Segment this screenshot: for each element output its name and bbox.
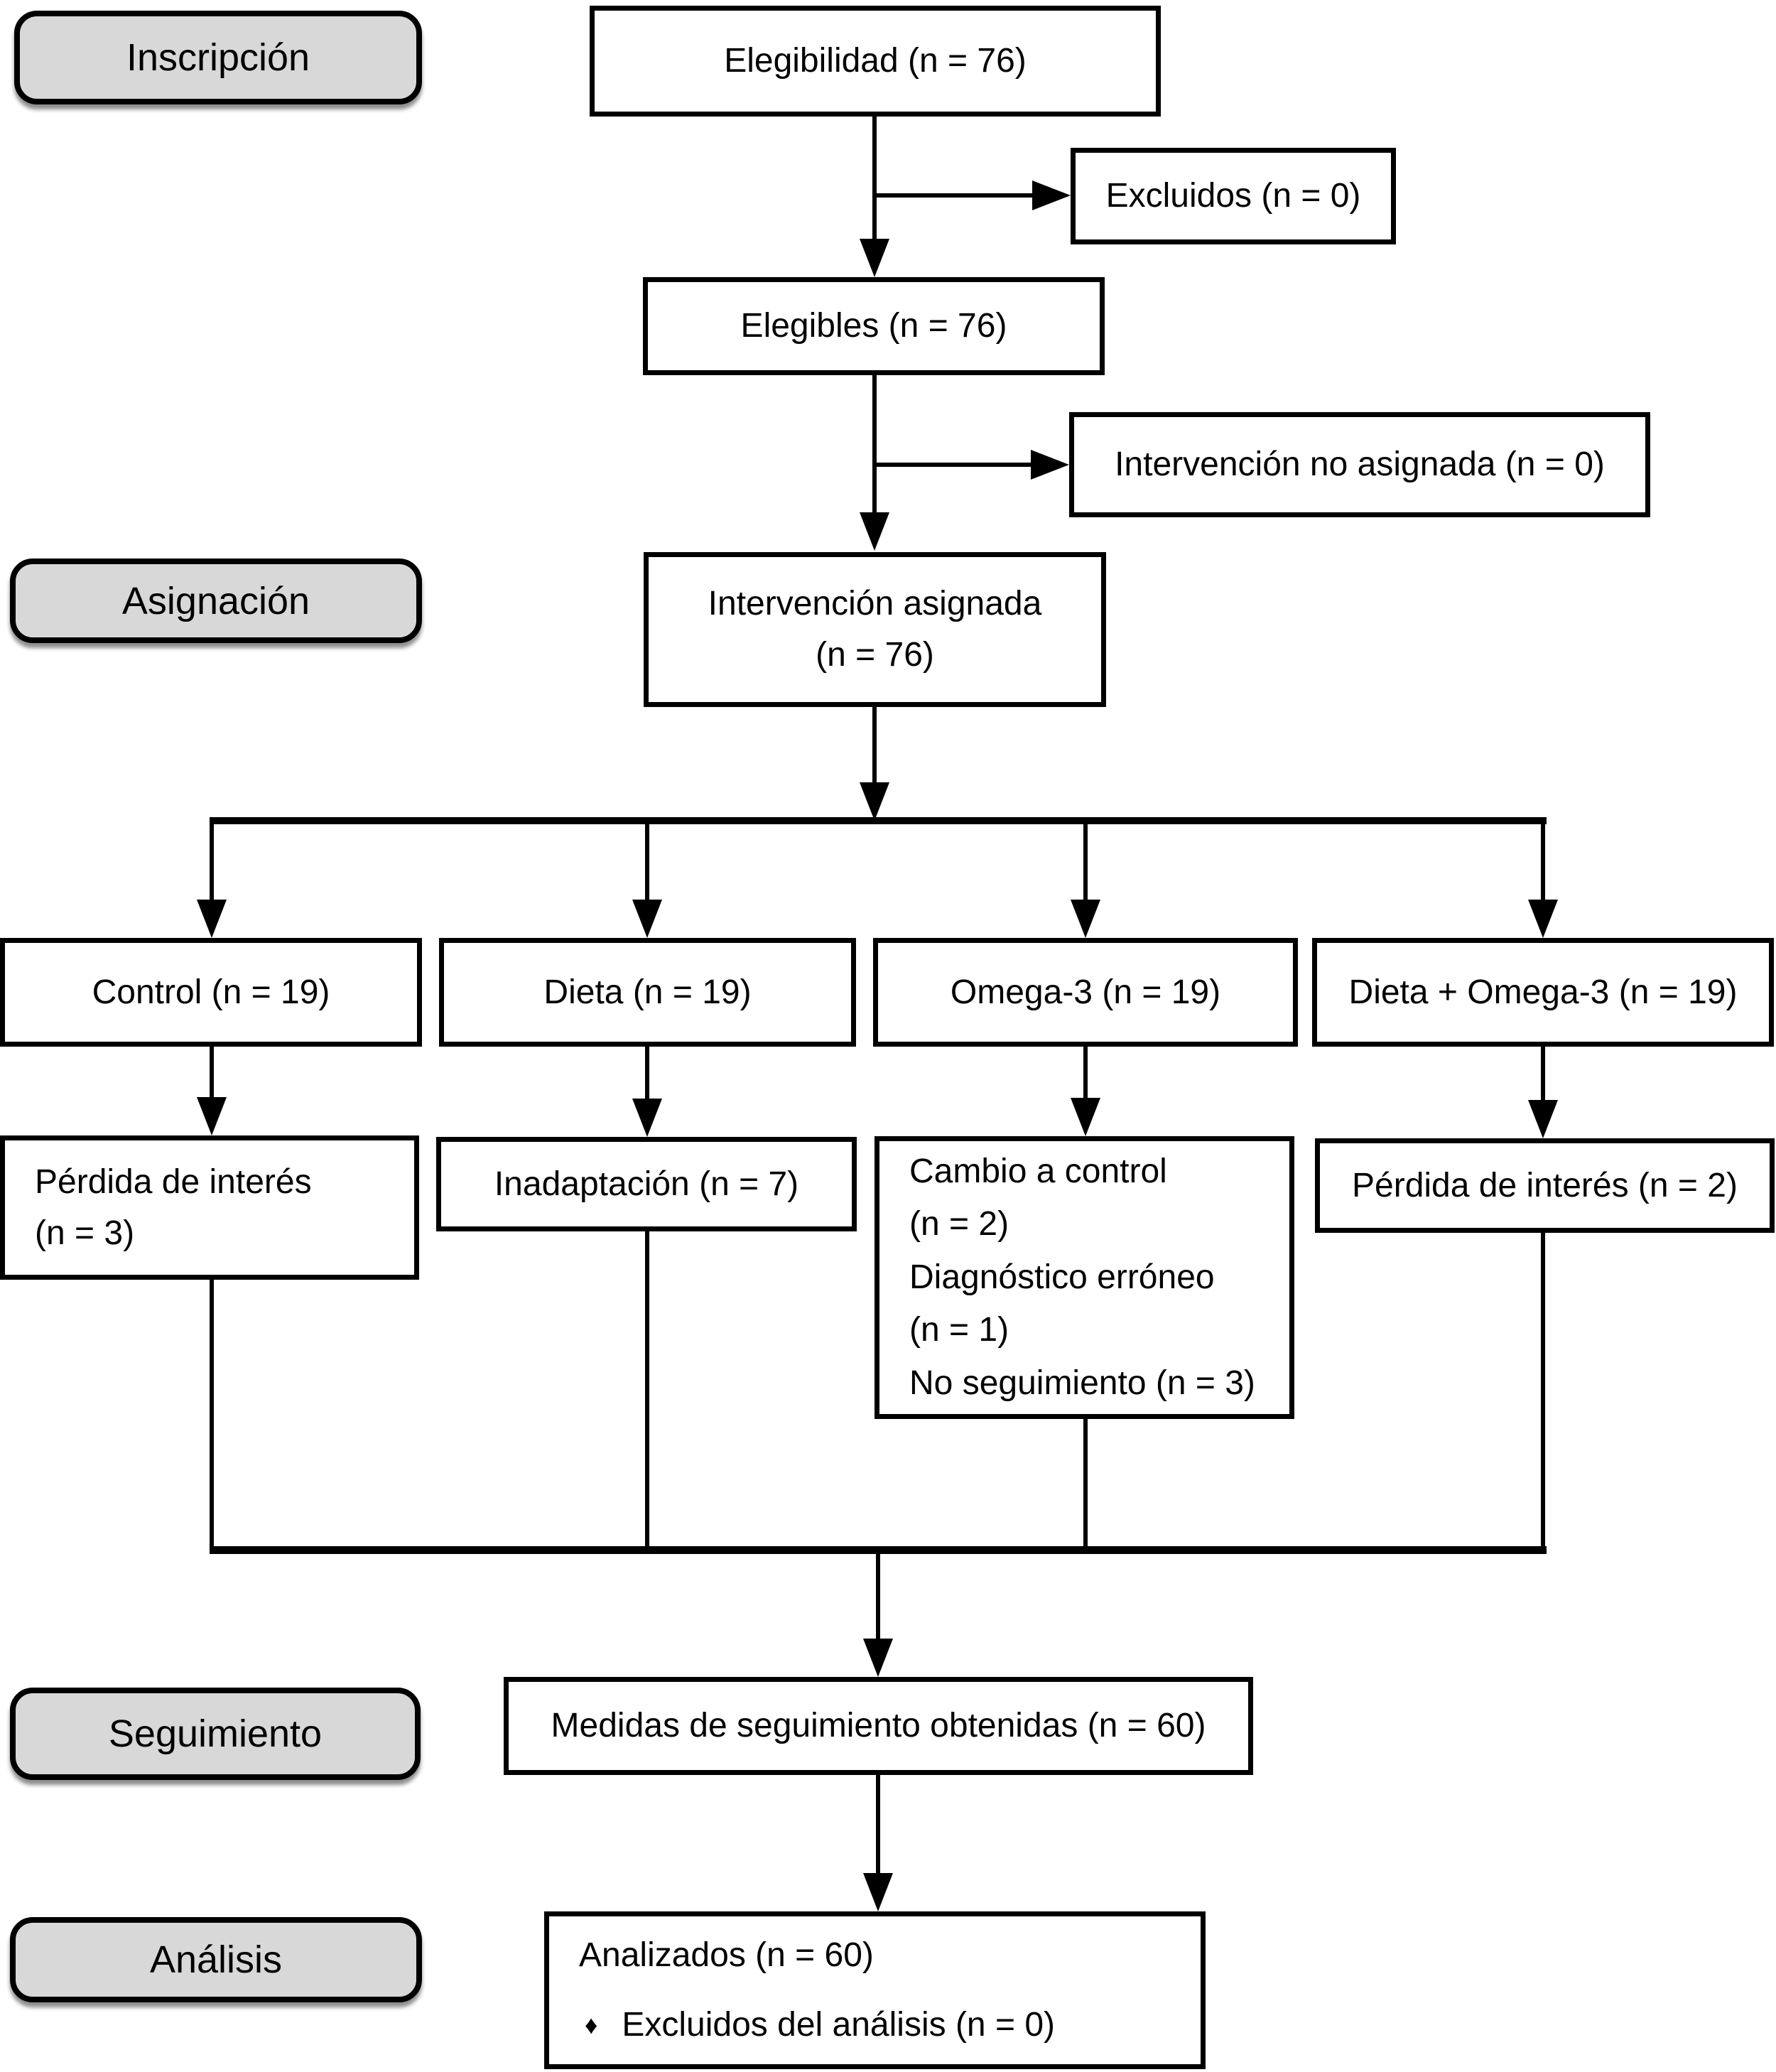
arrowhead-into-eligible — [860, 239, 889, 277]
node-assigned-line1: Intervención asignada — [708, 585, 1042, 622]
node-eligible: Elegibles (n = 76) — [643, 277, 1105, 375]
connector-splitter-to-omega3 — [1083, 823, 1088, 905]
arrowhead-into-assigned — [860, 512, 889, 551]
node-dropout-dieta-omega3: Pérdida de interés (n = 2) — [1315, 1138, 1775, 1233]
arrowhead-into-dieta — [632, 900, 662, 938]
arrowhead-into-followup — [863, 1639, 893, 1677]
dropout-omega3-line1: Cambio a control — [909, 1153, 1167, 1191]
dropout-omega3-line3: Diagnóstico erróneo — [909, 1258, 1215, 1296]
connector-eligible-to-assigned — [872, 374, 877, 519]
connector-branch-not-assigned — [875, 463, 1034, 467]
node-followup: Medidas de seguimiento obtenidas (n = 60… — [504, 1677, 1253, 1775]
node-analyzed: Analizados (n = 60) ♦ Excluidos del anál… — [544, 1911, 1206, 2069]
connector-dropout-dieta-to-merge — [645, 1230, 649, 1552]
splitter-bar — [210, 817, 1547, 824]
diamond-bullet-icon: ♦ — [585, 2010, 598, 2039]
dropout-omega3-line2: (n = 2) — [909, 1205, 1009, 1243]
dropout-omega3-line5: No seguimiento (n = 3) — [909, 1364, 1255, 1402]
node-dropout-dieta: Inadaptación (n = 7) — [436, 1137, 857, 1231]
stage-label-inscripcion: Inscripción — [14, 11, 422, 104]
stage-label-analisis: Análisis — [10, 1917, 422, 2002]
node-eligibility: Elegibilidad (n = 76) — [590, 6, 1161, 117]
analyzed-bullet-row: ♦ Excluidos del análisis (n = 0) — [579, 2000, 1055, 2051]
stage-label-asignacion: Asignación — [10, 559, 422, 643]
node-excluded: Excluidos (n = 0) — [1071, 148, 1396, 244]
connector-dropout-omega3-to-merge — [1083, 1418, 1088, 1552]
arrowhead-into-dropout-omega3 — [1071, 1098, 1100, 1136]
node-dropout-omega3: Cambio a control (n = 2) Diagnóstico err… — [875, 1136, 1294, 1419]
connector-splitter-to-control — [210, 823, 214, 905]
connector-branch-excluded — [875, 193, 1035, 198]
dropout-control-line2: (n = 3) — [35, 1214, 135, 1252]
connector-omega3-to-dropout — [1083, 1045, 1088, 1103]
arrowhead-into-dropout-dieta — [632, 1099, 662, 1137]
connector-eligibility-to-eligible — [872, 115, 877, 247]
connector-followup-to-analyzed — [876, 1774, 880, 1878]
arrowhead-into-dropout-control — [197, 1097, 227, 1135]
connector-dieta-to-dropout — [645, 1045, 649, 1104]
analyzed-title: Analizados (n = 60) — [579, 1936, 874, 1974]
node-arm-dieta-omega3: Dieta + Omega-3 (n = 19) — [1312, 938, 1774, 1047]
connector-control-to-dropout — [210, 1045, 214, 1102]
analyzed-bullet-text: Excluidos del análisis (n = 0) — [622, 2006, 1056, 2044]
connector-splitter-to-dieta — [645, 823, 649, 905]
node-arm-omega3: Omega-3 (n = 19) — [873, 938, 1298, 1047]
arrowhead-into-analyzed — [863, 1873, 893, 1911]
node-assigned: Intervención asignada (n = 76) — [644, 552, 1106, 707]
connector-assigned-to-splitter — [872, 705, 877, 787]
stage-label-seguimiento: Seguimiento — [10, 1688, 421, 1780]
arrowhead-into-excluded — [1032, 180, 1071, 210]
connector-splitter-to-dieta-omega3 — [1541, 823, 1545, 905]
node-assigned-line2: (n = 76) — [816, 636, 934, 674]
merge-bar — [210, 1546, 1547, 1554]
node-arm-control: Control (n = 19) — [0, 938, 422, 1047]
node-dropout-control: Pérdida de interés (n = 3) — [0, 1135, 419, 1280]
arrowhead-into-omega3 — [1071, 900, 1100, 938]
node-not-assigned: Intervención no asignada (n = 0) — [1069, 412, 1650, 517]
connector-dropout-control-to-merge — [210, 1278, 214, 1552]
arrowhead-into-not-assigned — [1031, 450, 1069, 480]
connector-merge-to-followup — [876, 1553, 880, 1644]
arrowhead-into-control — [197, 900, 227, 938]
arrowhead-into-dieta-omega3 — [1528, 900, 1558, 938]
arrowhead-into-dropout-dieta-omega3 — [1528, 1100, 1558, 1138]
connector-dropout-dieta-omega3-to-merge — [1541, 1231, 1545, 1552]
connector-dieta-omega3-to-dropout — [1541, 1045, 1545, 1105]
arrowhead-onto-splitter — [860, 782, 889, 821]
node-arm-dieta: Dieta (n = 19) — [439, 938, 856, 1047]
dropout-omega3-line4: (n = 1) — [909, 1311, 1009, 1349]
dropout-control-line1: Pérdida de interés — [35, 1162, 312, 1201]
